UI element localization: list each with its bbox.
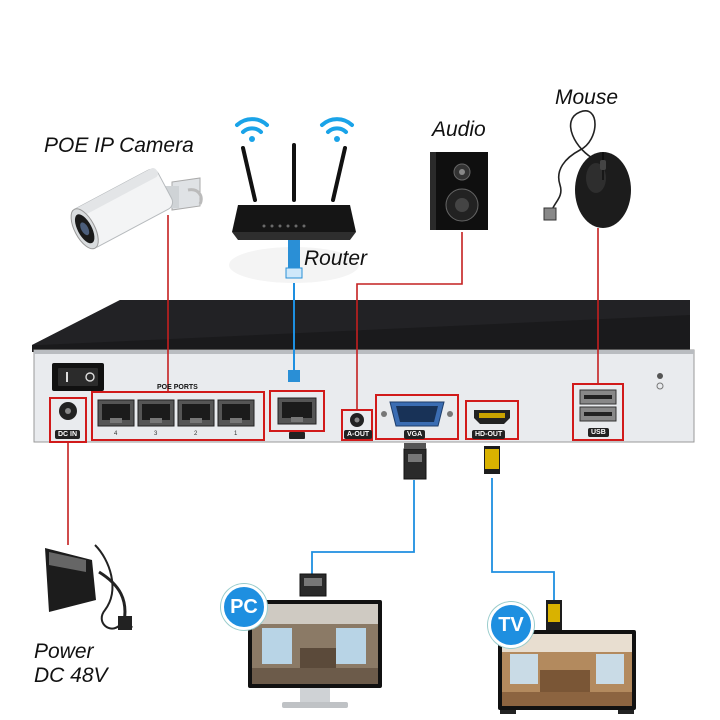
camera-label: POE IP Camera [44,134,194,157]
poe-ports-label: POE PORTS [157,384,198,391]
pc-badge: PC [221,584,267,630]
poe-port-number: 1 [234,431,238,437]
tv-badge: TV [488,602,534,648]
hdmi-port [465,400,519,440]
router-illustration [229,117,359,382]
poe-ports [91,391,265,441]
poe-port-number: 2 [194,431,198,437]
vga-label: VGA [404,430,426,439]
tv-hdmi-connector [546,600,562,630]
hd-out-label: HD-OUT [472,430,506,439]
mouse-label: Mouse [555,86,619,109]
poe-port-number: 3 [154,431,158,437]
connection-cables [67,215,599,604]
hdmi-connector [484,446,500,474]
power-adapter-illustration [45,544,133,630]
dc-in-label: DC IN [55,430,81,439]
vga-port [375,394,459,440]
power-voltage-label: DC 48V [34,664,108,687]
usb-label: USB [588,428,609,437]
speaker-illustration [430,152,488,230]
a-out-label: A-OUT [344,430,373,439]
vga-connector [403,443,427,480]
pc-vga-connector [299,573,327,597]
lan-port [269,390,325,439]
usb-ports [572,383,624,441]
audio-label: Audio [432,118,486,141]
router-label: Router [304,247,368,270]
tv-illustration [498,630,636,714]
poe-port-number: 4 [114,431,118,437]
ip-camera-illustration [70,168,203,250]
pc-monitor-illustration [248,600,382,708]
mouse-illustration [543,110,631,228]
power-label: Power [34,640,94,663]
